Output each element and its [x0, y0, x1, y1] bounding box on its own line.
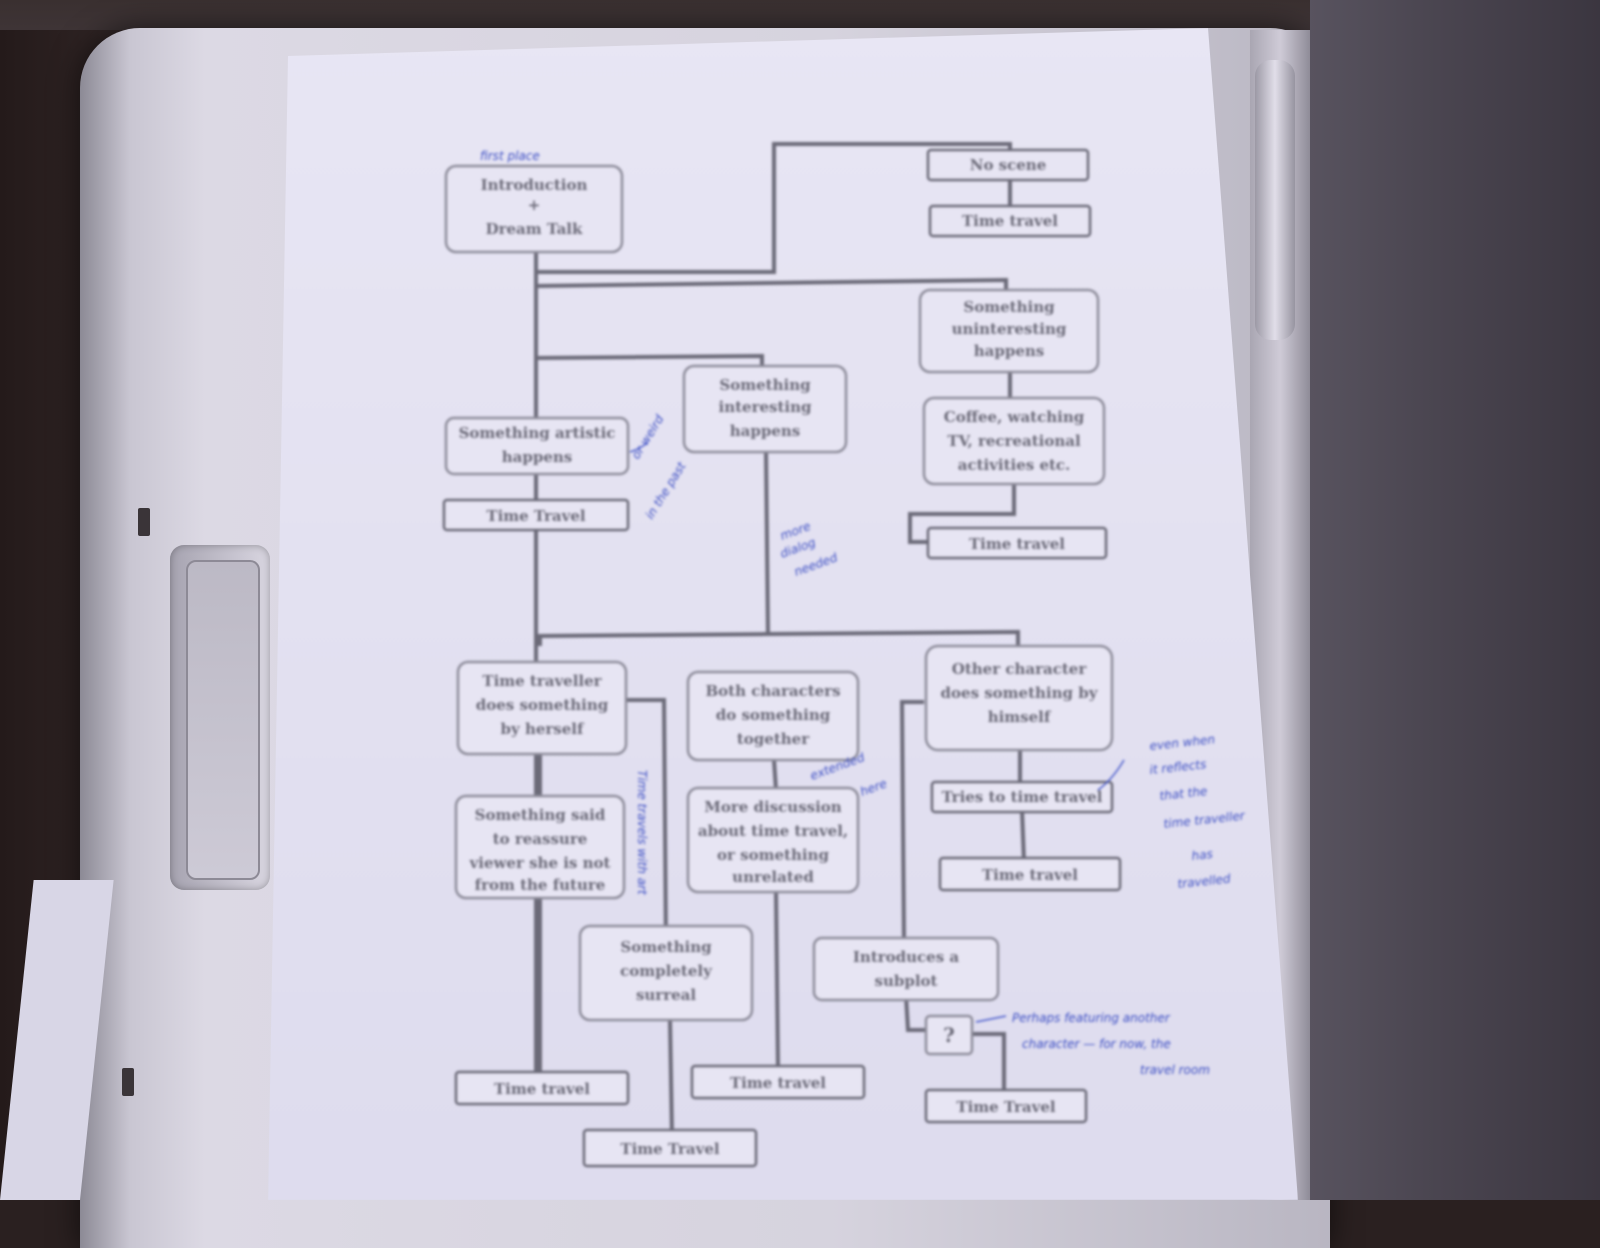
right-surface	[1310, 0, 1600, 1200]
handwritten-note: it reflects	[1149, 757, 1207, 777]
node-label: Time travel	[969, 535, 1065, 553]
node-label: Time travel	[730, 1074, 826, 1092]
handwritten-note: first place	[480, 149, 540, 163]
indicator-led	[138, 508, 150, 536]
handwritten-note: travelled	[1177, 871, 1232, 891]
node-label: himself	[988, 708, 1052, 726]
handwritten-note: Perhaps featuring another	[1012, 1011, 1171, 1025]
handwritten-note: that the	[1159, 784, 1208, 803]
node-label: happens	[730, 422, 801, 440]
node-time-travel: Time travel	[454, 1070, 630, 1106]
node-label: surreal	[636, 986, 696, 1004]
node-label: Introduction	[481, 176, 588, 194]
laptop-hinge	[1255, 60, 1295, 340]
node-label: Time travel	[962, 212, 1058, 230]
node-artistic: Something artistic happens	[444, 416, 630, 476]
node-label: Time travel	[494, 1080, 590, 1098]
handwritten-note: has	[1191, 847, 1214, 863]
node-label: completely	[620, 962, 713, 980]
latch-button	[186, 560, 260, 880]
node-time-travel: Time travel	[690, 1064, 866, 1100]
node-label: Something artistic	[459, 424, 616, 442]
node-label: by herself	[501, 720, 585, 738]
node-tries-time-travel: Tries to time travel	[930, 780, 1114, 814]
node-both-characters: Both characters do something together	[686, 670, 860, 762]
handwritten-note: character — for now, the	[1022, 1037, 1171, 1051]
node-time-travel: Time Travel	[442, 498, 630, 532]
handwritten-note: in the past	[643, 459, 690, 522]
node-label: together	[737, 730, 810, 748]
node-label: Dream Talk	[486, 220, 583, 238]
node-time-travel: Time Travel	[924, 1088, 1088, 1124]
node-reassure: Something said to reassure viewer she is…	[454, 794, 626, 900]
node-label: happens	[974, 342, 1045, 360]
handwritten-note: Time travels with art	[635, 770, 649, 896]
node-label: subplot	[875, 972, 938, 990]
node-label: Time travel	[982, 866, 1078, 884]
node-label: More discussion	[704, 798, 842, 816]
node-label: ?	[943, 1023, 955, 1047]
handwritten-note: even when	[1149, 732, 1216, 753]
node-label: No scene	[970, 156, 1047, 174]
node-label: Introduces a	[853, 948, 959, 966]
node-coffee: Coffee, watching TV, recreational activi…	[922, 396, 1106, 486]
node-traveller-alone: Time traveller does something by herself	[456, 660, 628, 756]
handwritten-note: travel room	[1140, 1063, 1210, 1077]
node-question: ?	[924, 1014, 974, 1056]
node-surreal: Something completely surreal	[578, 924, 754, 1022]
node-label: Other character	[952, 660, 1088, 678]
node-subplot: Introduces a subplot	[812, 936, 1000, 1002]
handwritten-note: or weird	[629, 412, 667, 461]
node-label: uninteresting	[952, 320, 1067, 338]
node-label: Something	[719, 376, 811, 394]
flowchart: Introduction + Dream Talk No scene Time …	[442, 142, 1246, 1168]
indicator-led	[122, 1068, 134, 1096]
node-uninteresting: Something uninteresting happens	[918, 288, 1100, 374]
node-time-travel: Time Travel	[582, 1128, 758, 1168]
node-label: happens	[502, 448, 573, 466]
node-time-travel: Time travel	[928, 204, 1092, 238]
node-label: does something by	[941, 684, 1099, 702]
node-label: Both characters	[705, 682, 840, 700]
node-label: viewer she is not	[469, 854, 611, 872]
node-label: Time Travel	[620, 1140, 719, 1158]
node-label: from the future	[475, 876, 606, 894]
node-label: about time travel,	[698, 822, 848, 840]
node-no-scene: No scene	[926, 148, 1090, 182]
node-label: or something	[717, 846, 829, 864]
node-label: Time traveller	[482, 672, 602, 690]
node-label: to reassure	[493, 830, 588, 848]
node-introduction: Introduction + Dream Talk	[444, 164, 624, 254]
node-label: interesting	[719, 398, 813, 416]
handwritten-note: time traveller	[1163, 808, 1246, 831]
node-label: Coffee, watching	[944, 408, 1085, 426]
node-label: Time Travel	[486, 507, 585, 525]
node-label: does something	[476, 696, 609, 714]
node-label: Something	[963, 298, 1055, 316]
node-label: Tries to time travel	[942, 788, 1103, 806]
handwritten-note: here	[858, 776, 888, 798]
node-label: unrelated	[732, 868, 814, 886]
node-other-character: Other character does something by himsel…	[924, 644, 1114, 752]
node-label: Time Travel	[956, 1098, 1055, 1116]
node-interesting: Something interesting happens	[682, 364, 848, 454]
node-label: TV, recreational	[947, 432, 1081, 450]
node-label: do something	[716, 706, 831, 724]
node-label: +	[528, 196, 541, 214]
paper-sheet	[268, 28, 1298, 1200]
node-time-travel: Time travel	[938, 856, 1122, 892]
node-label: Something said	[475, 806, 606, 824]
node-time-travel: Time travel	[926, 526, 1108, 560]
node-label: Something	[620, 938, 712, 956]
node-discussion: More discussion about time travel, or so…	[686, 786, 860, 894]
node-label: activities etc.	[958, 456, 1071, 474]
